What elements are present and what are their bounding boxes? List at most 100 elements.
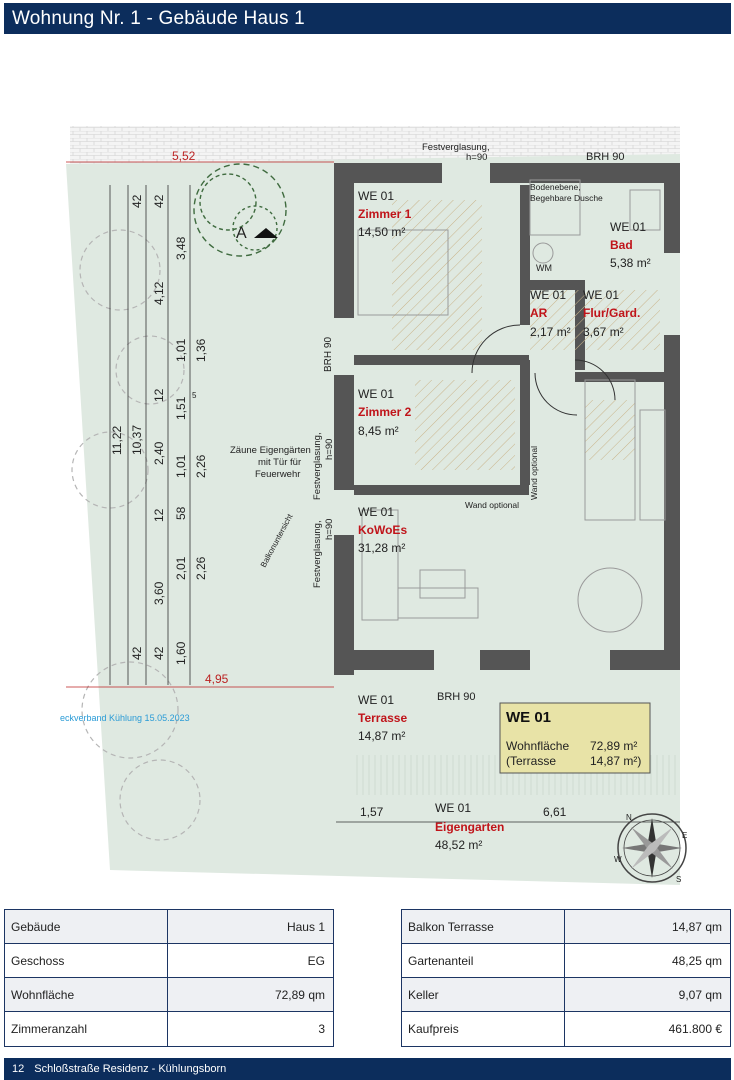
room-7-unit: WE 01 [358, 693, 394, 707]
dim-42-b: 42 [152, 194, 166, 208]
section-marker-label: A [236, 225, 247, 242]
room-5-area: 8,45 m² [358, 424, 399, 438]
property-table: Gebäude Haus 1 Geschoss EG Wohnfläche 72… [4, 909, 334, 1047]
table-row: Geschoss EG [5, 944, 333, 978]
label-wm: WM [536, 263, 552, 273]
room-7-name: Terrasse [358, 711, 407, 725]
hatch-area [585, 400, 635, 460]
table-value: 14,87 qm [671, 919, 722, 934]
summary-terrasse-value: 14,87 m²) [590, 754, 641, 768]
hatch-area [392, 200, 482, 350]
dim-2-01: 2,01 [174, 556, 188, 580]
page-header: Wohnung Nr. 1 - Gebäude Haus 1 [4, 3, 731, 34]
floor-plan: 5,52 4,95 1,57 6,61 11,22 10,37 4,12 2,4… [0, 110, 734, 900]
label-bodeneben-1: Bodenebene, [530, 182, 581, 192]
label-wand-optional-1: Wand optional [529, 446, 539, 500]
table-label: Geschoss [5, 944, 168, 977]
dim-3-60: 3,60 [152, 581, 166, 605]
table-value: Haus 1 [286, 919, 325, 934]
table-label: Balkon Terrasse [402, 910, 565, 943]
label-zaeune-3: Feuerwehr [255, 469, 300, 480]
room-8-name: Eigengarten [435, 820, 504, 834]
room-1-area: 14,50 m² [358, 225, 405, 239]
summary-terrasse-label: (Terrasse [506, 754, 556, 768]
dim-garden-right: 6,61 [543, 805, 567, 819]
label-brh-bottom: BRH 90 [437, 691, 476, 703]
label-festverglasung-left-2-h: h=90 [324, 519, 335, 540]
room-2-area: 5,38 m² [610, 256, 651, 270]
room-7-area: 14,87 m² [358, 729, 405, 743]
label-festverglasung-left-1: Festverglasung, [312, 432, 323, 500]
page-footer: 12 Schloßstraße Residenz - Kühlungsborn [4, 1058, 731, 1080]
table-row: Wohnfläche 72,89 qm [5, 978, 333, 1012]
label-festverglasung-top: Festverglasung, [422, 142, 490, 153]
section-marker-icon [254, 228, 278, 238]
room-8-unit: WE 01 [435, 801, 471, 815]
dim-2-40: 2,40 [152, 441, 166, 465]
dim-1-01-a: 1,01 [174, 338, 188, 362]
door-swings [471, 324, 616, 416]
hatch-area [415, 380, 515, 470]
room-1-name: Zimmer 1 [358, 207, 412, 221]
compass-south: S [676, 875, 681, 884]
table-row: Gebäude Haus 1 [5, 910, 333, 944]
table-value: 461.800 € [668, 1022, 722, 1036]
room-1-unit: WE 01 [358, 189, 394, 203]
table-row: Balkon Terrasse 14,87 qm [402, 910, 730, 944]
room-4-name: Flur/Gard. [583, 306, 640, 320]
dim-4-12: 4,12 [152, 281, 166, 305]
compass-north: N [626, 813, 632, 822]
room-8-area: 48,52 m² [435, 838, 482, 852]
table-value: 72,89 qm [274, 987, 325, 1002]
summary-box: WE 01 Wohnfläche 72,89 m² (Terrasse 14,8… [499, 702, 651, 774]
room-2-unit: WE 01 [610, 220, 646, 234]
dim-bottom-width: 4,95 [205, 672, 229, 686]
dim-top-width: 5,52 [172, 149, 196, 163]
room-6-unit: WE 01 [358, 505, 394, 519]
compass-east: E [682, 831, 687, 840]
furniture [357, 179, 666, 633]
garden-area [66, 154, 680, 885]
table-row: Gartenanteil 48,25 qm [402, 944, 730, 978]
room-4-unit: WE 01 [583, 288, 619, 302]
table-value: 3 [318, 1022, 325, 1036]
dim-2-26-a: 2,26 [194, 454, 208, 478]
dim-overall-1: 11,22 [110, 426, 124, 455]
tree-icon [193, 163, 287, 257]
room-4-area: 3,67 m² [583, 325, 624, 339]
table-value: 48,25 qm [671, 953, 722, 968]
dim-1-01-b: 1,01 [174, 454, 188, 478]
summary-title: WE 01 [506, 709, 551, 726]
page-number: 12 [12, 1063, 25, 1075]
page-title: Wohnung Nr. 1 - Gebäude Haus 1 [12, 7, 305, 29]
compass-west: W [614, 855, 622, 864]
label-eckverband: eckverband Kühlung 15.05.2023 [60, 713, 190, 723]
dim-garden-left: 1,57 [360, 805, 384, 819]
dim-1-36: 1,36 [194, 338, 208, 362]
dim-1-51: 1,51 [174, 396, 188, 420]
dim-3-48: 3,48 [174, 236, 188, 260]
room-5-name: Zimmer 2 [358, 405, 412, 419]
dim-1-60: 1,60 [174, 641, 188, 665]
extras-table: Balkon Terrasse 14,87 qm Gartenanteil 48… [401, 909, 731, 1047]
table-row: Zimmeranzahl 3 [5, 1012, 333, 1046]
table-row: Keller 9,07 qm [402, 978, 730, 1012]
table-label: Keller [402, 978, 565, 1011]
label-brh-top: BRH 90 [586, 151, 625, 163]
label-zaeune-1: Zäune Eigengärten [230, 445, 311, 456]
dim-superscript: 5 [192, 391, 197, 400]
room-3-unit: WE 01 [530, 288, 566, 302]
shrub-icon [71, 229, 201, 841]
dim-overall-2: 10,37 [130, 425, 144, 455]
table-value: 9,07 qm [678, 987, 722, 1002]
label-brh-left: BRH 90 [323, 337, 334, 372]
table-label: Gebäude [5, 910, 168, 943]
footer-text: Schloßstraße Residenz - Kühlungsborn [34, 1063, 227, 1075]
label-wand-optional-2: Wand optional [465, 500, 519, 510]
table-value: EG [307, 953, 325, 968]
label-festverglasung-left-2: Festverglasung, [312, 520, 323, 588]
summary-wohnflaeche-label: Wohnfläche [506, 739, 569, 753]
label-festverglasung-top-h: h=90 [466, 152, 487, 163]
room-6-area: 31,28 m² [358, 541, 405, 555]
table-row: Kaufpreis 461.800 € [402, 1012, 730, 1046]
